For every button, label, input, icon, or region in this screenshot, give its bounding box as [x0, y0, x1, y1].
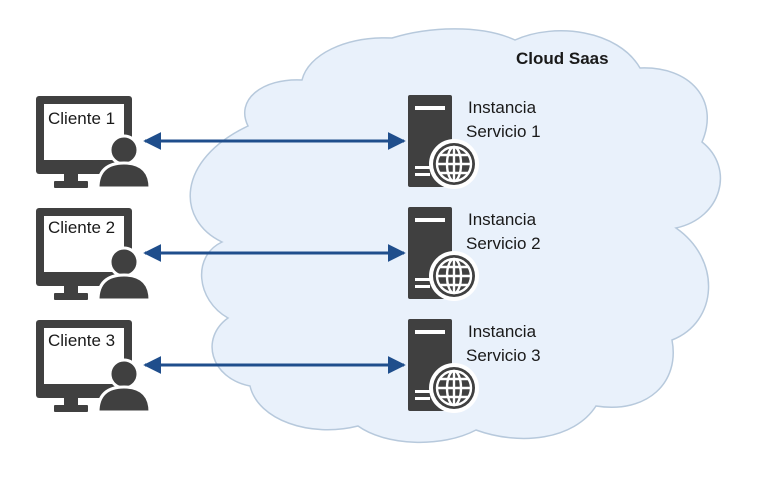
instance-label-line2: Servicio 1 [466, 122, 541, 141]
client-label: Cliente 3 [48, 331, 115, 350]
service-instance-3: Instancia Servicio 3 [406, 317, 541, 415]
service-instance-2: Instancia Servicio 2 [406, 205, 541, 303]
instance-label-line2: Servicio 3 [466, 346, 541, 365]
instance-label-line2: Servicio 2 [466, 234, 541, 253]
instance-label-line1: Instancia [468, 210, 537, 229]
cloud-title: Cloud Saas [516, 49, 609, 68]
client-2: Cliente 2 [34, 206, 152, 302]
client-3: Cliente 3 [34, 318, 152, 414]
instance-label-line1: Instancia [468, 98, 537, 117]
client-label: Cliente 1 [48, 109, 115, 128]
client-1: Cliente 1 [34, 94, 152, 190]
client-label: Cliente 2 [48, 218, 115, 237]
service-instance-1: Instancia Servicio 1 [406, 93, 541, 191]
instance-label-line1: Instancia [468, 322, 537, 341]
